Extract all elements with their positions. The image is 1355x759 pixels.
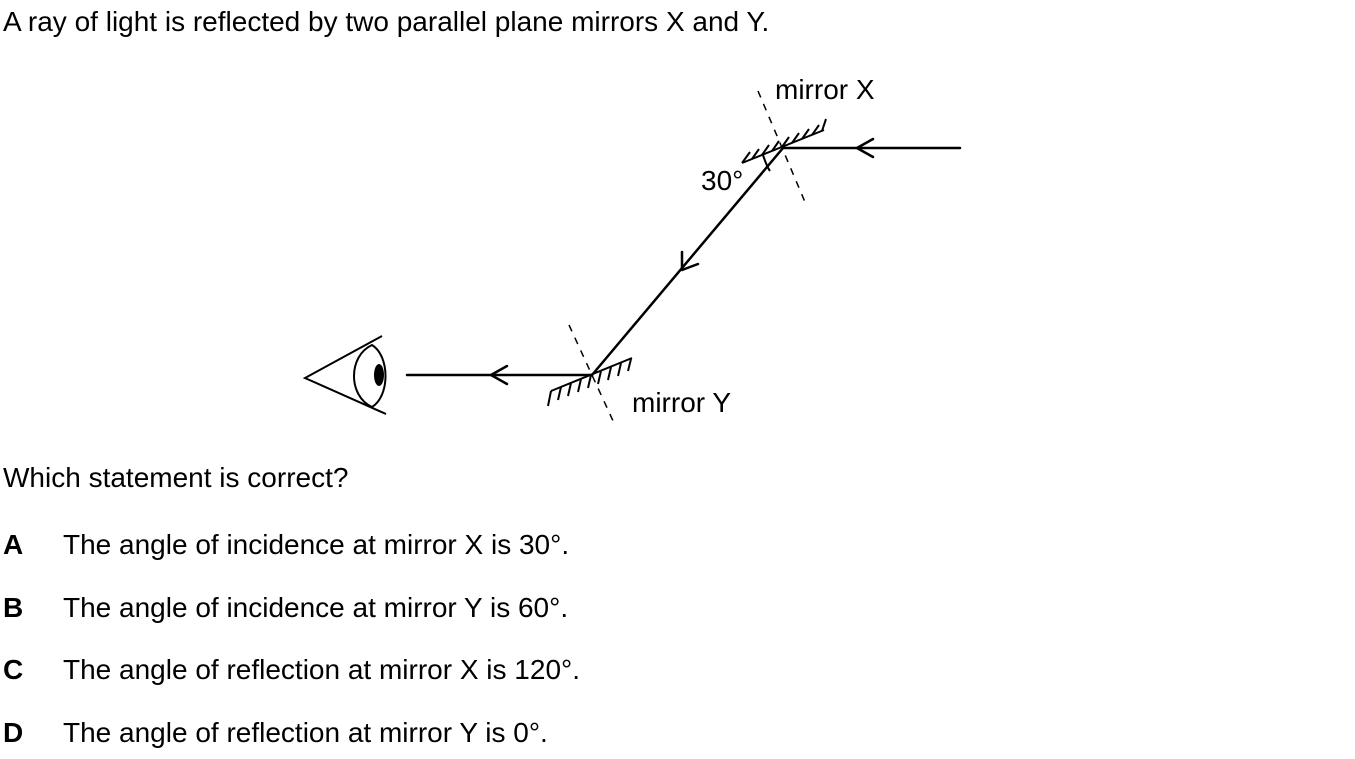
mirror-x xyxy=(741,118,827,164)
angle-arc xyxy=(762,154,771,172)
option-text: The angle of incidence at mirror X is 30… xyxy=(63,529,570,560)
option-letter: A xyxy=(3,529,24,560)
option-letter: B xyxy=(3,592,24,623)
eye-icon xyxy=(302,335,387,415)
reflected-ray-between-mirrors xyxy=(590,146,785,377)
arrowhead-icon xyxy=(489,364,509,386)
ray-diagram: 30° mirror X mirror Y xyxy=(302,74,962,424)
mirror-y xyxy=(547,357,633,407)
question-stem: A ray of light is reflected by two paral… xyxy=(3,6,770,37)
normal-line-x xyxy=(757,90,806,203)
option-letter: C xyxy=(3,654,24,685)
option-text: The angle of reflection at mirror Y is 0… xyxy=(63,717,548,748)
arrowhead-icon xyxy=(680,250,700,272)
option-letter: D xyxy=(3,717,24,748)
option-text: The angle of reflection at mirror X is 1… xyxy=(63,654,580,685)
arrowhead-icon xyxy=(855,137,875,159)
option-text: The angle of incidence at mirror Y is 60… xyxy=(63,592,569,623)
normal-line-y xyxy=(568,324,615,424)
mirror-x-label: mirror X xyxy=(775,74,875,105)
angle-label: 30° xyxy=(701,165,743,196)
mirror-y-label: mirror Y xyxy=(632,387,731,418)
question-prompt: Which statement is correct? xyxy=(3,462,349,493)
